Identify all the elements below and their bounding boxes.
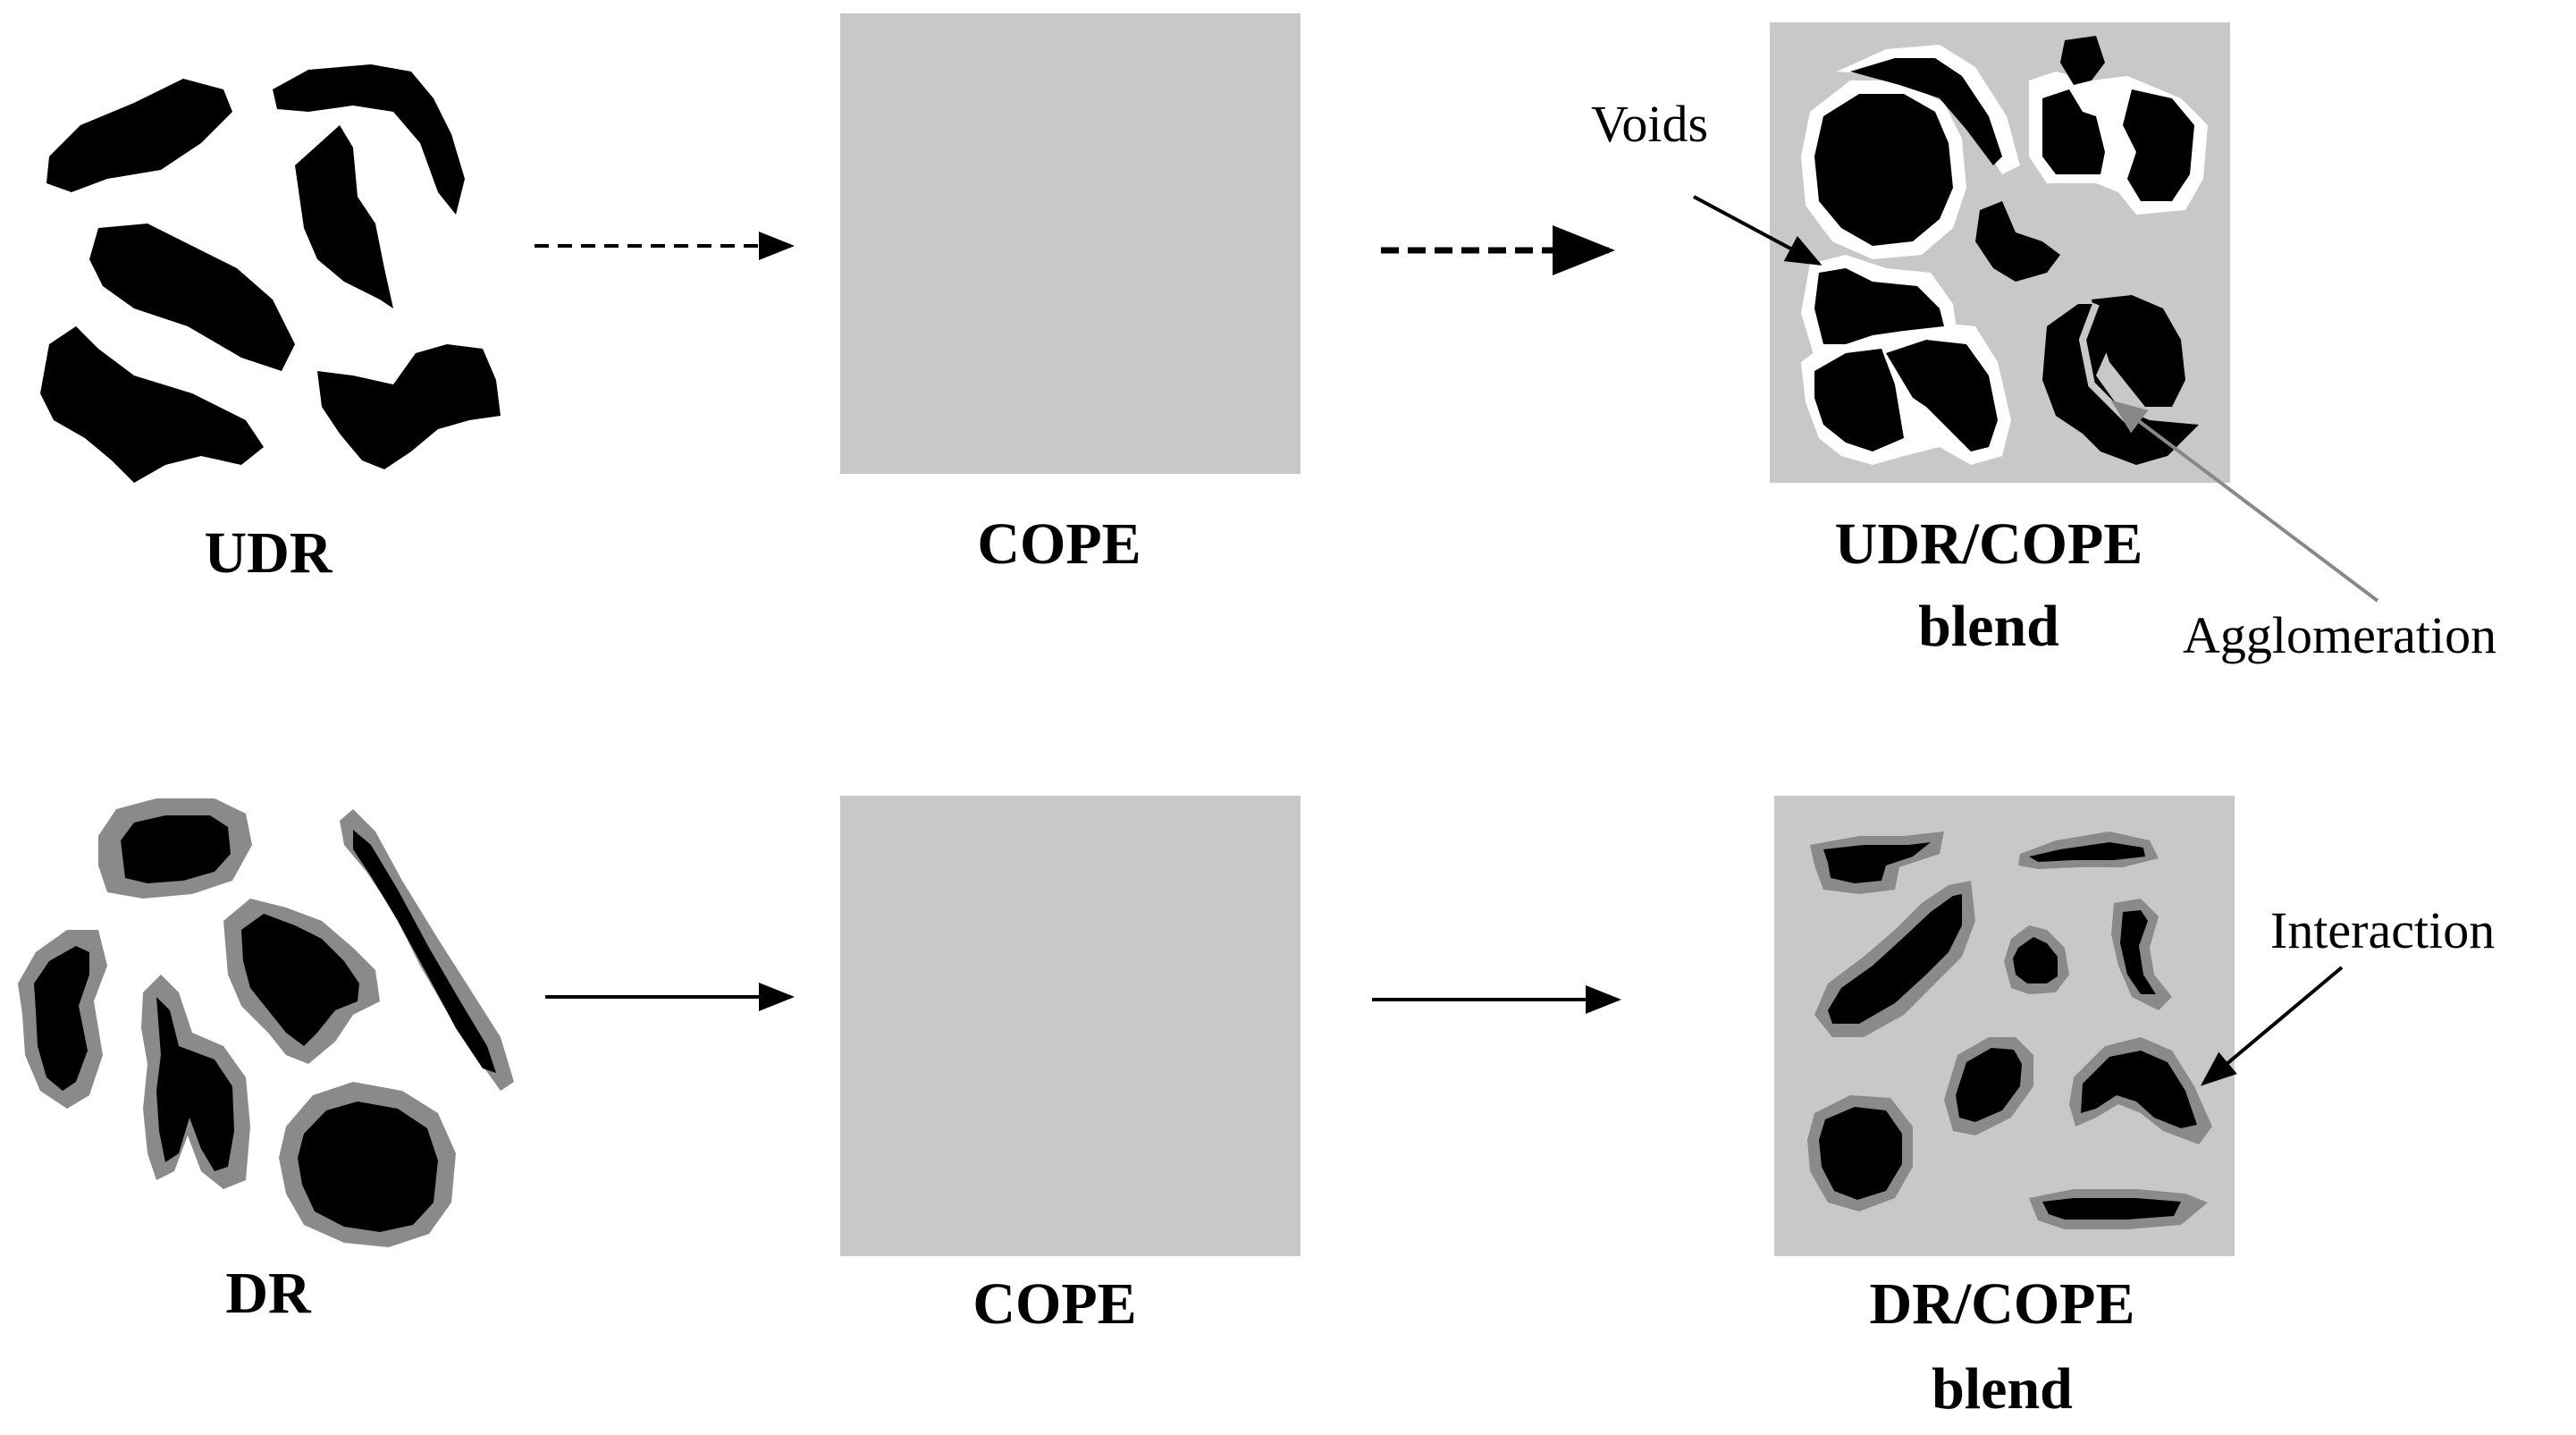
dr-blend-particle-2 — [2018, 831, 2159, 869]
dr-blend-particle-1 — [1810, 831, 1944, 894]
udr-blend-particle-1 — [1814, 94, 1953, 246]
dr-particle-2 — [340, 809, 514, 1091]
udr-particles — [40, 64, 501, 483]
dr-particles — [18, 798, 514, 1247]
dr-blend-particle-4 — [2004, 925, 2069, 994]
interaction-pointer — [2200, 966, 2344, 1086]
udr-blend-particle-8 — [1814, 349, 1904, 452]
dr-particle-6 — [279, 1082, 456, 1247]
dr-particle-4 — [18, 930, 107, 1109]
udr-row-cope-square — [840, 13, 1301, 474]
dr-blend-particle-9 — [2029, 1189, 2208, 1229]
udr-blend-particle-11 — [2092, 295, 2185, 407]
dr-row-cope-square — [840, 796, 1301, 1256]
udr-blend-label-line1: UDR/COPE — [1835, 511, 2143, 577]
udr-blend-particle-5 — [2123, 89, 2194, 201]
dr-blend-label-line1: DR/COPE — [1870, 1271, 2135, 1337]
agglomeration-crack — [2078, 302, 2130, 423]
udr-label: UDR — [205, 520, 333, 586]
udr-blend-particle-3 — [2060, 36, 2105, 85]
udr-blend-particle-9 — [1886, 340, 1998, 452]
dr-particle-1 — [98, 798, 252, 899]
udr-blend-label-line2: blend — [1918, 594, 2059, 659]
udr-blend-particle-4 — [2042, 89, 2105, 174]
dr-label: DR — [225, 1261, 312, 1326]
agglomeration-annotation: Agglomeration — [2183, 606, 2496, 664]
dr-cope-blend-box — [1774, 796, 2235, 1256]
udr-particle-4 — [89, 224, 295, 371]
voids-pointer — [1693, 195, 1823, 266]
dr-blend-particle-6 — [1944, 1037, 2033, 1135]
udr-particle-5 — [40, 326, 264, 483]
interaction-annotation: Interaction — [2270, 901, 2495, 959]
dr-blend-label-line2: blend — [1932, 1356, 2073, 1422]
udr-cope-blend-box — [1770, 22, 2230, 483]
dr-row-cope-label: COPE — [972, 1271, 1136, 1337]
udr-blend-particle-2 — [1850, 58, 2002, 165]
dr-particle-3 — [223, 899, 380, 1064]
udr-blend-particle-7 — [1814, 268, 1944, 344]
udr-particle-2 — [273, 64, 465, 215]
dr-blend-particle-5 — [2111, 899, 2172, 1010]
udr-particle-6 — [317, 344, 501, 469]
dr-blend-particle-8 — [1807, 1095, 1913, 1211]
dr-blend-particle-7 — [2069, 1037, 2212, 1144]
dr-blend-particles — [1807, 831, 2212, 1229]
dr-particle-5 — [141, 975, 250, 1189]
udr-particle-1 — [46, 79, 232, 192]
udr-particle-3 — [295, 125, 393, 308]
voids-annotation: Voids — [1591, 95, 1708, 153]
udr-row-cope-label: COPE — [977, 511, 1141, 577]
udr-blend-particle-6 — [1975, 201, 2060, 282]
dr-blend-particle-3 — [1814, 881, 1975, 1037]
agglomeration-pointer — [2110, 400, 2379, 603]
